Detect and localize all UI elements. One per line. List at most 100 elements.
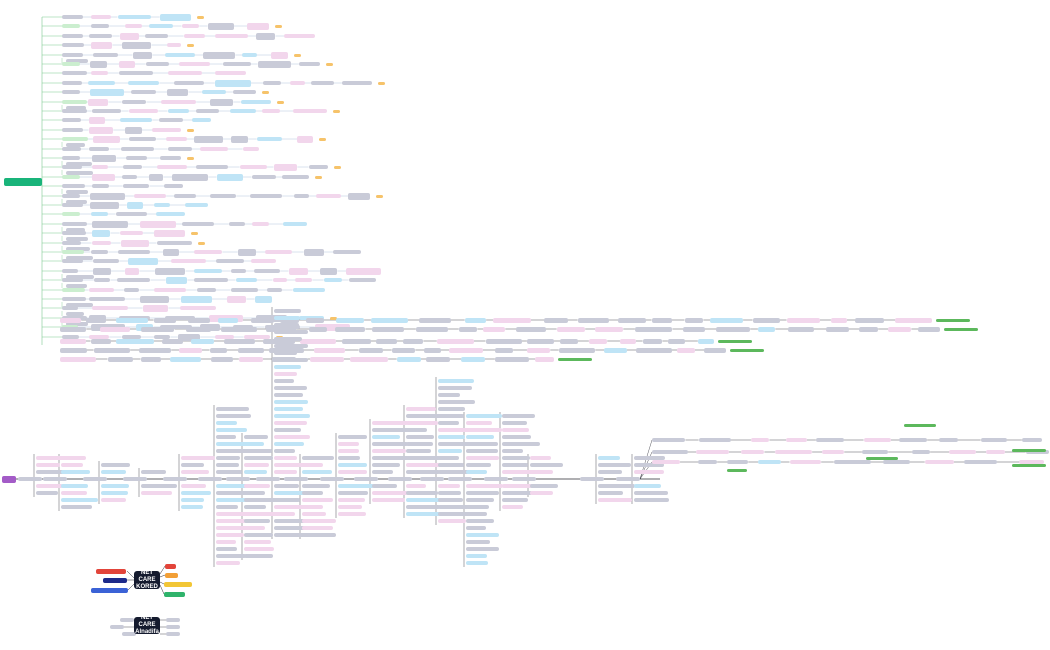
legend-right-1[interactable] bbox=[165, 564, 176, 569]
column-head[interactable] bbox=[198, 477, 222, 481]
column-leaf[interactable] bbox=[244, 512, 278, 516]
long-chain-node[interactable] bbox=[526, 348, 551, 353]
column-leaf[interactable] bbox=[598, 456, 621, 460]
column-leaf[interactable] bbox=[438, 463, 465, 467]
leaf-node[interactable] bbox=[132, 51, 153, 59]
leaf-node[interactable] bbox=[192, 118, 212, 122]
long-chain-node[interactable] bbox=[391, 348, 416, 353]
leaf-node[interactable] bbox=[200, 147, 228, 151]
column-leaf[interactable] bbox=[274, 512, 296, 516]
column-leaf[interactable] bbox=[502, 491, 533, 495]
branch-node[interactable] bbox=[62, 62, 81, 66]
fan-node[interactable] bbox=[964, 460, 997, 464]
column-leaf[interactable] bbox=[406, 449, 431, 453]
fan-node[interactable] bbox=[698, 438, 731, 442]
column-head[interactable] bbox=[354, 477, 378, 481]
long-chain-node[interactable] bbox=[162, 339, 183, 344]
leaf-node[interactable] bbox=[122, 41, 152, 49]
branch-node[interactable] bbox=[62, 100, 87, 104]
column-head[interactable] bbox=[163, 477, 187, 481]
leaf-node[interactable] bbox=[263, 81, 282, 85]
column-leaf[interactable] bbox=[302, 498, 334, 502]
branch-node[interactable] bbox=[62, 81, 83, 85]
column-leaf[interactable] bbox=[302, 470, 332, 474]
status-tag[interactable] bbox=[319, 138, 326, 141]
long-chain-node[interactable] bbox=[238, 357, 263, 362]
leaf-node[interactable] bbox=[215, 34, 248, 38]
column-leaf[interactable] bbox=[274, 337, 303, 341]
leaf-node[interactable] bbox=[125, 126, 142, 134]
long-chain-node[interactable] bbox=[449, 348, 483, 353]
leaf-node[interactable] bbox=[159, 156, 181, 160]
long-chain-node[interactable] bbox=[93, 348, 131, 353]
column-head[interactable] bbox=[43, 477, 67, 481]
column-leaf[interactable] bbox=[181, 491, 211, 495]
column-leaf[interactable] bbox=[438, 491, 462, 495]
long-chain-node[interactable] bbox=[358, 348, 383, 353]
column-leaf[interactable] bbox=[372, 442, 408, 446]
column-leaf[interactable] bbox=[406, 421, 438, 425]
column-leaf[interactable] bbox=[338, 470, 367, 474]
column-leaf[interactable] bbox=[438, 498, 464, 502]
hub-satellite[interactable] bbox=[166, 618, 180, 622]
leaf-node[interactable] bbox=[156, 241, 192, 245]
long-chain-node[interactable] bbox=[464, 318, 487, 323]
leaf-node[interactable] bbox=[243, 335, 270, 339]
leaf-node[interactable] bbox=[117, 15, 151, 19]
leaf-node[interactable] bbox=[92, 259, 120, 263]
leaf-node[interactable] bbox=[247, 22, 270, 30]
column-leaf[interactable] bbox=[274, 435, 310, 439]
leaf-node[interactable] bbox=[284, 34, 316, 38]
net-care-kored-hub[interactable]: NET CARE KORED bbox=[134, 570, 160, 590]
column-leaf[interactable] bbox=[101, 484, 129, 488]
branch-node[interactable] bbox=[62, 137, 88, 141]
long-chain-node[interactable] bbox=[683, 327, 705, 332]
leaf-node[interactable] bbox=[180, 295, 212, 303]
column-leaf[interactable] bbox=[466, 414, 503, 418]
branch-node[interactable] bbox=[62, 231, 87, 235]
leaf-node[interactable] bbox=[89, 116, 105, 124]
column-leaf[interactable] bbox=[438, 414, 464, 418]
column-leaf[interactable] bbox=[244, 484, 271, 488]
column-leaf[interactable] bbox=[372, 449, 406, 453]
leaf-node[interactable] bbox=[348, 278, 377, 282]
column-leaf[interactable] bbox=[274, 533, 305, 537]
column-leaf[interactable] bbox=[244, 442, 265, 446]
leaf-node[interactable] bbox=[180, 306, 217, 310]
branch-node[interactable] bbox=[62, 147, 82, 151]
leaf-node[interactable] bbox=[215, 335, 234, 339]
status-tag[interactable] bbox=[333, 110, 341, 113]
leaf-node[interactable] bbox=[196, 288, 216, 292]
branch-node[interactable] bbox=[62, 241, 81, 245]
long-chain-node[interactable] bbox=[888, 327, 912, 332]
column-leaf[interactable] bbox=[216, 442, 254, 446]
column-leaf[interactable] bbox=[634, 463, 664, 467]
leaf-node[interactable] bbox=[282, 175, 309, 179]
long-chain-node[interactable] bbox=[86, 318, 107, 323]
column-leaf[interactable] bbox=[216, 463, 239, 467]
long-chain-node[interactable] bbox=[642, 339, 663, 344]
column-leaf[interactable] bbox=[302, 456, 335, 460]
progress-bar[interactable] bbox=[904, 424, 936, 427]
branch-node[interactable] bbox=[62, 250, 85, 254]
leaf-node[interactable] bbox=[157, 165, 187, 169]
leaf-node[interactable] bbox=[153, 203, 170, 207]
leaf-node[interactable] bbox=[90, 250, 109, 254]
column-leaf[interactable] bbox=[274, 372, 298, 376]
legend-left-2[interactable] bbox=[103, 578, 127, 583]
column-leaf[interactable] bbox=[338, 491, 369, 495]
column-leaf[interactable] bbox=[502, 414, 535, 418]
leaf-node[interactable] bbox=[216, 173, 243, 181]
column-leaf[interactable] bbox=[438, 379, 475, 383]
sub-branch-node[interactable] bbox=[66, 143, 86, 147]
column-leaf[interactable] bbox=[274, 351, 297, 355]
progress-bar[interactable] bbox=[944, 327, 979, 331]
column-leaf[interactable] bbox=[338, 456, 360, 460]
column-leaf[interactable] bbox=[274, 498, 301, 502]
column-leaf[interactable] bbox=[598, 484, 636, 488]
column-leaf[interactable] bbox=[244, 456, 274, 460]
column-leaf[interactable] bbox=[406, 407, 436, 411]
leaf-node[interactable] bbox=[88, 81, 115, 85]
sub-branch-node[interactable] bbox=[66, 284, 87, 288]
column-leaf[interactable] bbox=[216, 540, 237, 544]
